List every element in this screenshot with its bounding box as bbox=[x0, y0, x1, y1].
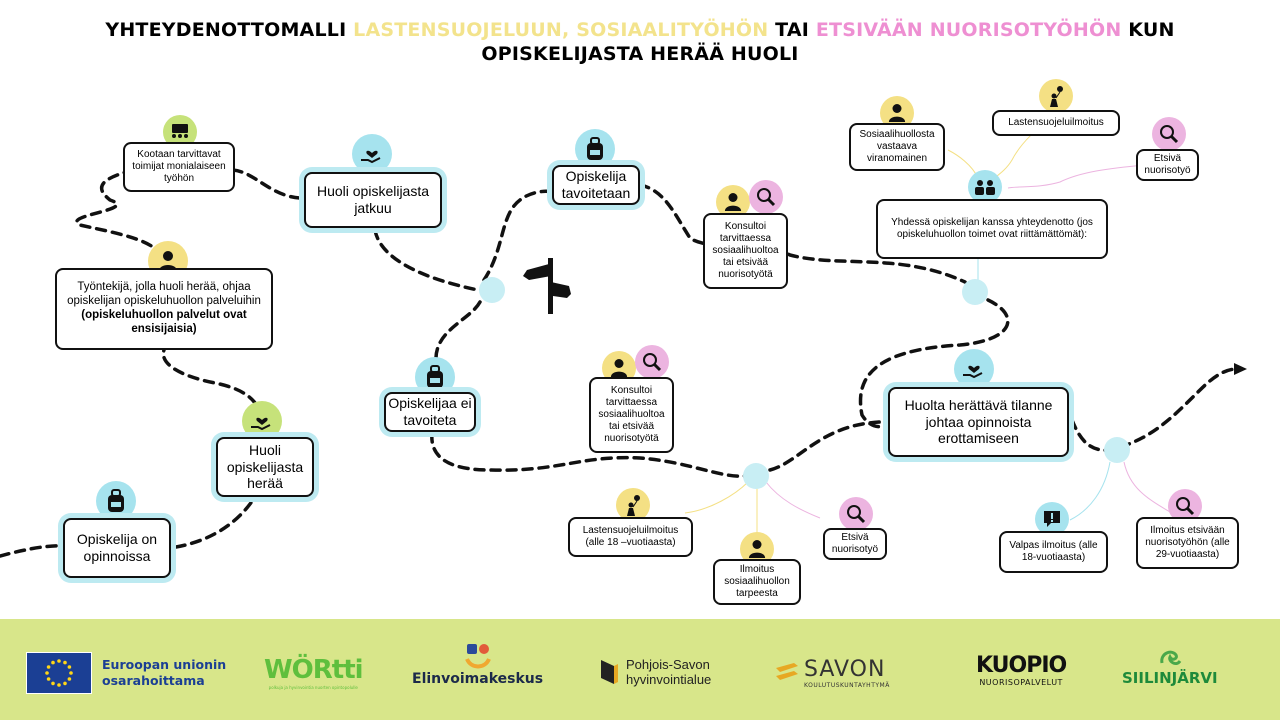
node-gather: Kootaan tarvittavat toimijat monialaisee… bbox=[123, 142, 235, 192]
eu-text: Euroopan unionin osarahoittama bbox=[102, 657, 226, 689]
node-valpas: Valpas ilmoitus (alle 18-vuotiaasta) bbox=[999, 531, 1108, 573]
child-balloon-icon bbox=[1039, 79, 1073, 113]
ps-text-line: hyvinvointialue bbox=[626, 672, 712, 687]
junction-dot bbox=[743, 463, 769, 489]
siilinjarvi-text: SIILINJÄRVI bbox=[1122, 669, 1218, 687]
node-outreach-notice: Ilmoitus etsivään nuorisotyöhön (alle 29… bbox=[1136, 517, 1239, 569]
title-part: TAI bbox=[768, 19, 816, 41]
elinvoima-text: Elinvoimakeskus bbox=[412, 671, 544, 687]
employee-worry-bold: (opiskeluhuollon palvelut ovat ensisijai… bbox=[81, 309, 247, 335]
path-employee-up bbox=[75, 170, 162, 260]
path-gather-to-jatkuu bbox=[231, 168, 302, 200]
savon-text: SAVON bbox=[804, 657, 886, 682]
wortti-text: WÖRtti bbox=[264, 655, 364, 685]
node-on-studies: Opiskelija on opinnoissa bbox=[63, 518, 171, 578]
node-consult-mid: Konsultoi tarvittaessa sosiaalihuoltoa t… bbox=[589, 377, 674, 453]
connector-line bbox=[1007, 164, 1146, 189]
title-highlight-yellow: LASTENSUOJELUUN, SOSIAALITYÖHÖN bbox=[353, 19, 769, 41]
node-reached: Opiskelija tavoitetaan bbox=[552, 165, 640, 205]
magnifier-icon bbox=[839, 497, 873, 531]
savon-logo: SAVON KOULUTUSKUNTAYHTYMÄ bbox=[774, 657, 890, 689]
path-dismissal-right bbox=[1070, 367, 1237, 452]
kuopio-subtext: NUORISOPALVELUT bbox=[979, 678, 1063, 687]
hand-heart-icon bbox=[954, 349, 994, 389]
footer-logos: Euroopan unionin osarahoittama WÖRtti po… bbox=[0, 619, 1280, 720]
title-highlight-pink: ETSIVÄÄN NUORISOTYÖHÖN bbox=[815, 19, 1122, 41]
signpost-icon bbox=[523, 258, 571, 314]
kuopio-logo: KUOPIO NUORISOPALVELUT bbox=[976, 653, 1067, 687]
node-worry-continues: Huoli opiskelijasta jatkuu bbox=[304, 172, 442, 228]
path-to-not-reached bbox=[434, 300, 482, 362]
siilinjarvi-mark-icon bbox=[1160, 650, 1182, 665]
node-outreach-mid: Etsivä nuorisotyö bbox=[823, 528, 887, 560]
node-social-authority: Sosiaalihuollosta vastaava viranomainen bbox=[849, 123, 945, 171]
backpack-icon bbox=[575, 129, 615, 169]
node-employee-worry: Työntekijä, jolla huoli herää, ohjaa opi… bbox=[55, 268, 273, 350]
eu-logo: Euroopan unionin osarahoittama bbox=[26, 652, 226, 694]
path-to-worry bbox=[174, 495, 257, 549]
eu-flag-icon bbox=[26, 652, 92, 694]
node-worry-arises: Huoli opiskelijasta herää bbox=[216, 437, 314, 497]
pohjois-savo-mark-icon bbox=[601, 660, 618, 684]
kuopio-text: KUOPIO bbox=[976, 653, 1067, 678]
backpack-icon bbox=[96, 481, 136, 521]
pohjois-savo-logo: Pohjois-Savon hyvinvointialue bbox=[598, 657, 711, 687]
node-outreach-top: Etsivä nuorisotyö bbox=[1136, 149, 1199, 181]
node-leads-to-dismissal: Huolta herättävä tilanne johtaa opinnois… bbox=[888, 387, 1069, 457]
junction-dot bbox=[479, 277, 505, 303]
employee-worry-text: Työntekijä, jolla huoli herää, ohjaa opi… bbox=[67, 281, 261, 308]
path-start bbox=[0, 544, 66, 558]
hand-heart-icon bbox=[352, 134, 392, 174]
node-child-protection-top: Lastensuojeluilmoitus bbox=[992, 110, 1120, 136]
title-part: YHTEYDENOTTOMALLI bbox=[105, 19, 354, 41]
connector-line bbox=[1069, 461, 1111, 521]
magnifier-icon bbox=[635, 345, 669, 379]
arrowhead bbox=[1234, 363, 1247, 375]
wortti-logo: WÖRtti polkuja ja hyvinvointia nuorten o… bbox=[264, 655, 364, 690]
ps-text-line: Pohjois-Savon bbox=[626, 657, 710, 672]
path-mid-to-dismissal bbox=[768, 420, 882, 472]
eu-text-line: osarahoittama bbox=[102, 673, 205, 688]
elinvoima-mark-icon bbox=[464, 644, 491, 669]
siilinjarvi-logo: SIILINJÄRVI bbox=[1122, 647, 1218, 687]
hand-heart-icon bbox=[242, 401, 282, 441]
backpack-icon bbox=[415, 357, 455, 397]
meeting-icon bbox=[968, 170, 1002, 204]
connector-line bbox=[684, 481, 749, 514]
magnifier-icon bbox=[749, 180, 783, 214]
savon-subtext: KOULUTUSKUNTAYHTYMÄ bbox=[804, 682, 890, 689]
path-not-reached-down bbox=[430, 431, 747, 478]
node-child-protection-mid: Lastensuojeluilmoitus (alle 18 –vuotiaas… bbox=[568, 517, 693, 557]
title-part: KUN bbox=[1121, 19, 1175, 41]
elinvoimakeskus-logo: Elinvoimakeskus bbox=[412, 641, 543, 687]
junction-dot bbox=[1104, 437, 1130, 463]
title-line-1: YHTEYDENOTTOMALLI LASTENSUOJELUUN, SOSIA… bbox=[0, 18, 1280, 42]
node-contact-together: Yhdessä opiskelijan kanssa yhteydenotto … bbox=[876, 199, 1108, 259]
title-line-2: OPISKELIJASTA HERÄÄ HUOLI bbox=[481, 43, 799, 65]
alert-bubble-icon bbox=[1035, 502, 1069, 536]
eu-text-line: Euroopan unionin bbox=[102, 657, 227, 672]
path-up-to-reached bbox=[482, 189, 554, 282]
connector-line bbox=[765, 481, 821, 519]
savon-mark-icon bbox=[776, 663, 798, 680]
junction-dot bbox=[962, 279, 988, 305]
child-balloon-icon bbox=[616, 488, 650, 522]
node-consult-top: Konsultoi tarvittaessa sosiaalihuoltoa t… bbox=[703, 213, 788, 289]
wortti-subtext: polkuja ja hyvinvointia nuorten opintopo… bbox=[268, 685, 358, 690]
page-title: YHTEYDENOTTOMALLI LASTENSUOJELUUN, SOSIA… bbox=[0, 18, 1280, 66]
path-jatkuu-down bbox=[373, 228, 480, 292]
node-social-need: Ilmoitus sosiaalihuollon tarpeesta bbox=[713, 559, 801, 605]
magnifier-icon bbox=[1152, 117, 1186, 151]
node-not-reached: Opiskelijaa ei tavoiteta bbox=[384, 392, 476, 432]
